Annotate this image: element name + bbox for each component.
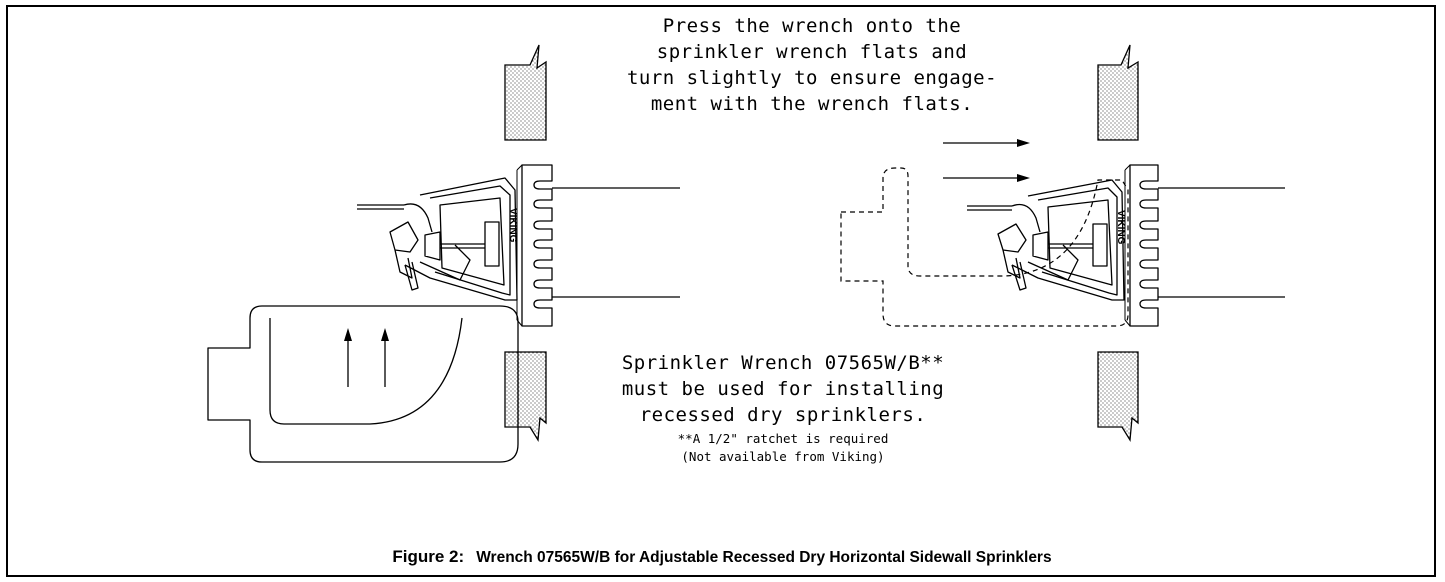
- press-instruction-line-2: sprinkler wrench flats and: [657, 41, 967, 63]
- wrench-outline-left: [207, 305, 519, 463]
- arrow-right-1: [943, 139, 1030, 147]
- ceiling-section-bottom-right: [1097, 351, 1139, 443]
- figure-frame: [6, 5, 1436, 577]
- sprinkler-brand-label-left: VIKING: [507, 208, 518, 243]
- press-instruction-line-3: turn slightly to ensure engage-: [627, 67, 997, 89]
- arrow-up-2-left: [381, 328, 389, 387]
- wrench-requirement-line-3: recessed dry sprinklers.: [640, 404, 927, 426]
- wrench-requirement-line-2: must be used for installing: [622, 378, 944, 400]
- escutcheon-plate-right: [1129, 164, 1159, 327]
- ceiling-section-top-right: [1097, 44, 1139, 141]
- caption-label: Figure 2:: [392, 547, 464, 566]
- escutcheon-plate-left: [521, 164, 553, 327]
- wrench-requirement-line-1: Sprinkler Wrench 07565W/B**: [622, 352, 944, 374]
- sprinkler-brand-label-right: VIKING: [1115, 210, 1126, 245]
- ratchet-note-line-2: (Not available from Viking): [681, 449, 884, 464]
- press-instruction-note: Press the wrench onto the sprinkler wren…: [627, 15, 997, 115]
- right-assembly: VIKING: [840, 44, 1285, 443]
- caption-text: Wrench 07565W/B for Adjustable Recessed …: [476, 549, 1051, 566]
- arrow-right-2: [943, 174, 1030, 182]
- wrench-requirement-note: Sprinkler Wrench 07565W/B** must be used…: [622, 352, 944, 464]
- left-assembly: VIKING: [207, 44, 680, 463]
- arrow-up-1-left: [344, 328, 352, 387]
- press-instruction-line-1: Press the wrench onto the: [663, 15, 961, 37]
- wrench-engaged-dashed: [840, 167, 1129, 327]
- figure-caption: Figure 2: Wrench 07565W/B for Adjustable…: [392, 547, 1051, 566]
- press-instruction-line-4: ment with the wrench flats.: [651, 93, 973, 115]
- caption-line: Figure 2: Wrench 07565W/B for Adjustable…: [392, 547, 1051, 566]
- wrench-socket-left: [269, 317, 463, 425]
- ratchet-note-line-1: **A 1/2" ratchet is required: [678, 431, 889, 446]
- ceiling-section-bottom-left: [504, 351, 547, 443]
- sprinkler-head-left: VIKING: [357, 177, 518, 301]
- sprinkler-head-right: VIKING: [967, 179, 1126, 301]
- ceiling-section-top-left: [504, 44, 547, 141]
